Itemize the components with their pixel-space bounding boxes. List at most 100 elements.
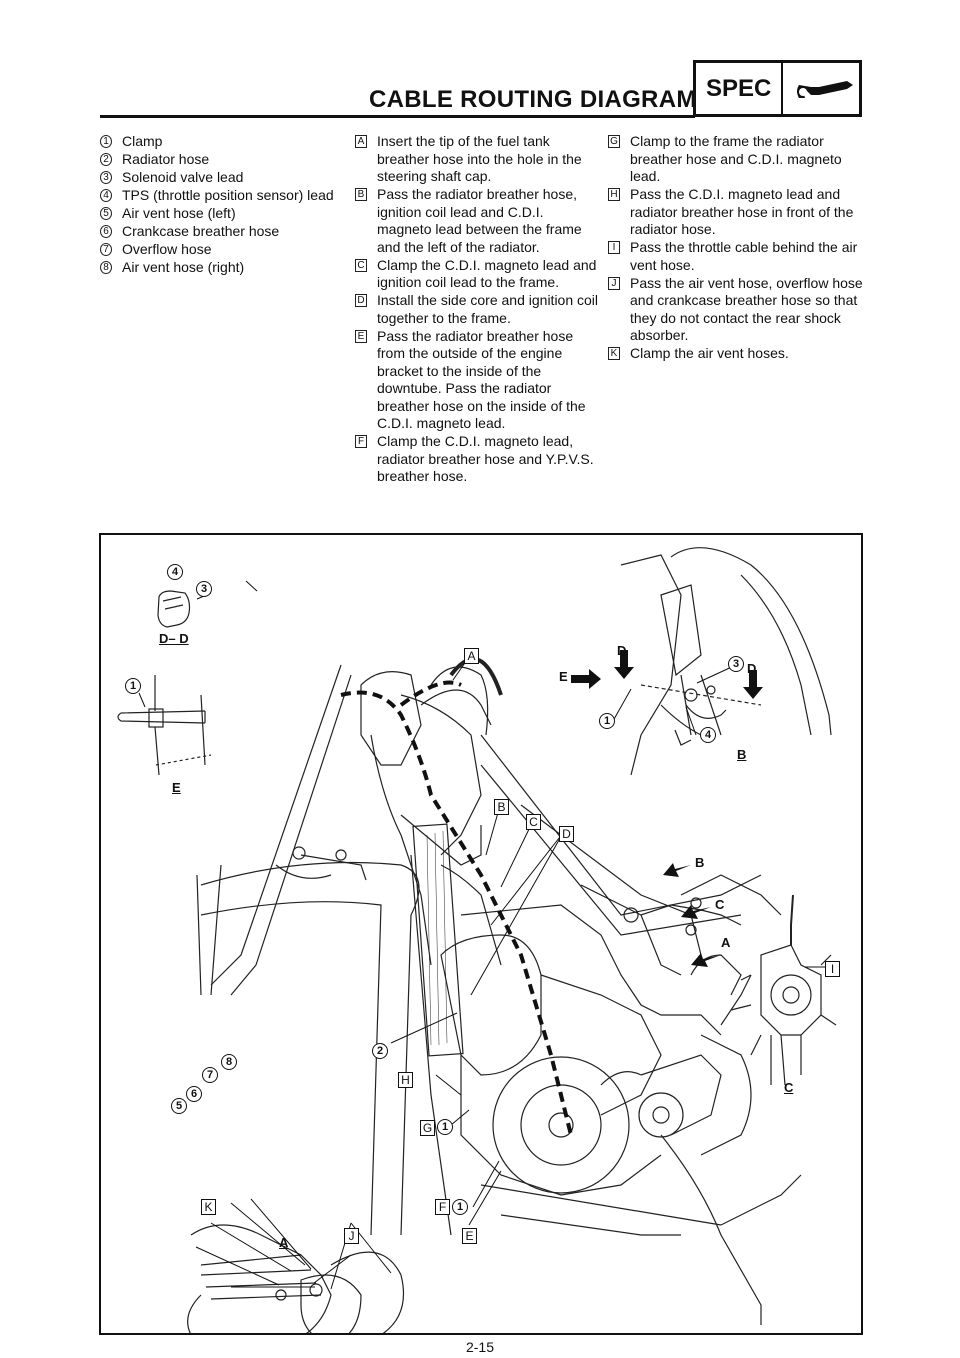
instruction-a: A Insert the tip of the fuel tank breathe…	[355, 133, 600, 186]
instruction-text: Insert the tip of the fuel tank breather…	[377, 133, 582, 184]
legend-item-1: 1 Clamp	[100, 133, 345, 151]
instruction-e: E Pass the radiator breather hose from th…	[355, 328, 600, 433]
legend-item-7: 7 Overflow hose	[100, 241, 345, 259]
instruction-text: Pass the C.D.I. magneto lead and radiato…	[630, 186, 854, 237]
view-label-c: C	[784, 1080, 794, 1095]
view-label-b: B	[737, 747, 747, 762]
instruction-text: Pass the radiator breather hose from the…	[377, 327, 586, 432]
legend-text: Overflow hose	[122, 241, 212, 257]
callout-i: I	[825, 961, 840, 977]
instruction-text: Clamp the air vent hoses.	[630, 345, 789, 361]
instruction-h: H Pass the C.D.I. magneto lead and radiat…	[608, 186, 863, 239]
callout-h: H	[398, 1072, 413, 1088]
view-label-e: E	[172, 780, 181, 795]
callout-c: C	[526, 814, 541, 830]
page-number: 2-15	[465, 1339, 495, 1355]
callout-a: A	[464, 648, 479, 664]
instruction-g: G Clamp to the frame the radiator breathe…	[608, 133, 863, 186]
callout-number-4: 4	[700, 727, 716, 743]
instruction-text: Pass the throttle cable behind the air v…	[630, 239, 858, 273]
arrow-label-c: C	[715, 897, 725, 912]
instruction-j: J Pass the air vent hose, overflow hose a…	[608, 275, 863, 345]
instruction-letter: D	[355, 294, 367, 307]
legend-number: 1	[100, 135, 112, 148]
legend-item-5: 5 Air vent hose (left)	[100, 205, 345, 223]
instruction-letter: I	[608, 241, 620, 254]
legend-text: Radiator hose	[122, 151, 210, 167]
callout-b: B	[494, 799, 509, 815]
instruction-c: C Clamp the C.D.I. magneto lead and ignit…	[355, 257, 600, 292]
legend-number: 2	[100, 153, 112, 166]
instruction-k: K Clamp the air vent hoses.	[608, 345, 863, 363]
cable-routing-diagram: D– D E B C A D D E B C A A B C D E F G H…	[99, 533, 863, 1335]
callout-number-5: 5	[171, 1098, 187, 1114]
callout-number-6: 6	[186, 1086, 202, 1102]
page-title: CABLE ROUTING DIAGRAM	[369, 86, 697, 113]
callout-j: J	[344, 1228, 359, 1244]
legend-item-2: 2 Radiator hose	[100, 151, 345, 169]
callout-number-1: 1	[452, 1199, 468, 1215]
arrow-label-d1: D	[617, 643, 627, 658]
instruction-letter: J	[608, 276, 620, 290]
legend-text: Clamp	[122, 133, 163, 149]
callout-f: F	[435, 1199, 450, 1215]
callout-number-4: 4	[167, 564, 183, 580]
callout-e: E	[462, 1228, 477, 1244]
callout-number-7: 7	[202, 1067, 218, 1083]
spec-divider	[781, 63, 783, 114]
legend-text: Air vent hose (right)	[122, 259, 245, 275]
legend-item-4: 4 TPS (throttle position sensor) lead	[100, 187, 345, 205]
instruction-letter: C	[355, 258, 367, 272]
instruction-text: Clamp to the frame the radiator breather…	[630, 133, 842, 184]
view-label-dd: D– D	[159, 631, 189, 646]
instruction-f: F Clamp the C.D.I. magneto lead, radiator…	[355, 433, 600, 486]
callout-d: D	[559, 826, 574, 842]
instruction-text: Install the side core and ignition coil …	[377, 292, 599, 326]
callout-number-1: 1	[125, 678, 141, 694]
legend-item-6: 6 Crankcase breather hose	[100, 223, 345, 241]
instruction-i: I Pass the throttle cable behind the air …	[608, 239, 863, 274]
callout-g: G	[420, 1120, 435, 1136]
instruction-d: D Install the side core and ignition coil…	[355, 292, 600, 327]
instruction-list-g-k: G Clamp to the frame the radiator breathe…	[608, 133, 863, 363]
legend-text: Solenoid valve lead	[122, 169, 244, 185]
instruction-text: Pass the radiator breather hose, ignitio…	[377, 186, 582, 255]
arrow-label-e: E	[559, 669, 568, 684]
callout-number-3: 3	[728, 656, 744, 672]
legend-number: 7	[100, 243, 112, 256]
instruction-list-a-f: A Insert the tip of the fuel tank breathe…	[355, 133, 600, 486]
callout-number-2: 2	[372, 1043, 388, 1059]
instruction-text: Clamp the C.D.I. magneto lead and igniti…	[377, 256, 597, 291]
instruction-letter: H	[608, 188, 620, 201]
legend-number: 5	[100, 207, 112, 220]
instruction-text: Clamp the C.D.I. magneto lead, radiator …	[377, 433, 594, 484]
arrow-label-d2: D	[747, 661, 757, 676]
legend-number: 6	[100, 225, 112, 238]
callout-number-1: 1	[599, 713, 615, 729]
callout-k: K	[201, 1199, 216, 1215]
instruction-letter: B	[355, 188, 367, 201]
motorcycle-line-drawing	[117, 547, 837, 1333]
legend-text: TPS (throttle position sensor) lead	[122, 187, 334, 203]
instruction-letter: A	[355, 135, 367, 148]
spec-badge: SPEC	[693, 60, 862, 117]
spec-label: SPEC	[706, 75, 772, 102]
callout-number-1: 1	[437, 1119, 453, 1135]
instruction-letter: F	[355, 435, 367, 448]
header-rule	[100, 115, 695, 118]
instruction-letter: G	[608, 135, 620, 148]
instruction-letter: K	[608, 347, 620, 360]
instruction-letter: E	[355, 329, 367, 343]
arrow-label-a: A	[721, 935, 731, 950]
arrow-label-b: B	[695, 855, 705, 870]
wrench-icon	[797, 81, 853, 98]
instruction-text: Pass the air vent hose, overflow hose an…	[630, 274, 863, 344]
callout-number-8: 8	[221, 1054, 237, 1070]
view-label-a: A	[279, 1235, 289, 1250]
legend-number: 4	[100, 189, 112, 202]
legend-text: Crankcase breather hose	[122, 223, 280, 239]
legend-text: Air vent hose (left)	[122, 205, 236, 221]
